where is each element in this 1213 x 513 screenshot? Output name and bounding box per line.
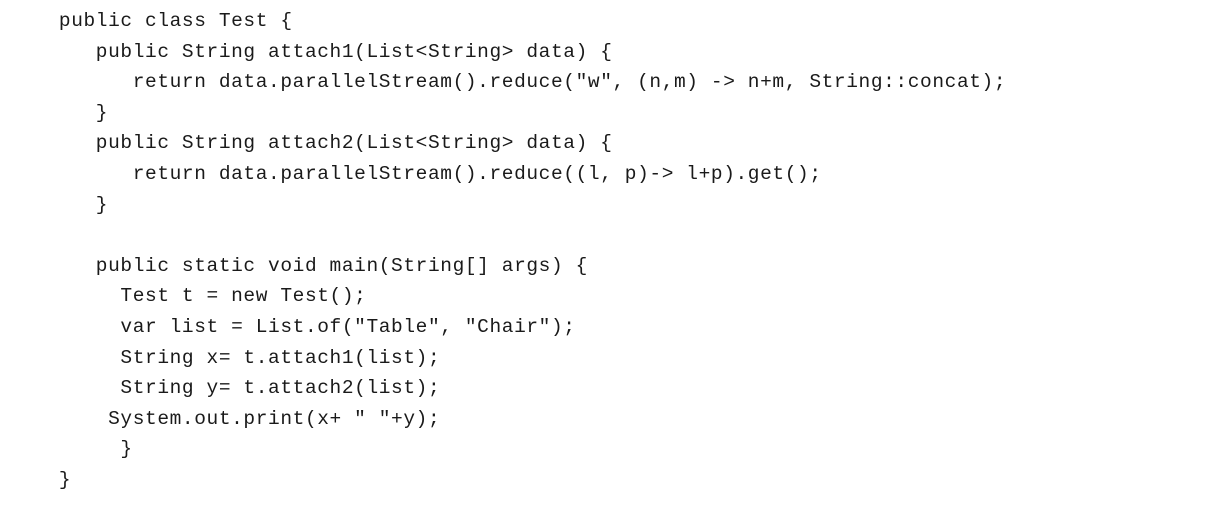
code-line	[22, 220, 1213, 251]
code-line: }	[22, 193, 109, 216]
code-line: }	[22, 438, 133, 461]
code-line: public class Test {	[22, 10, 293, 32]
code-line: System.out.print(x+ " "+y);	[22, 407, 441, 430]
code-line: String y= t.attach2(list);	[22, 377, 441, 400]
code-line: String x= t.attach1(list);	[22, 346, 441, 369]
code-line: }	[22, 468, 72, 491]
code-line: public String attach1(List<String> data)…	[22, 40, 613, 63]
code-line: }	[22, 101, 109, 124]
code-line: return data.parallelStream().reduce("w",…	[22, 71, 1007, 94]
code-line: return data.parallelStream().reduce((l, …	[22, 162, 822, 185]
code-line: Test t = new Test();	[22, 285, 367, 308]
code-line: public static void main(String[] args) {	[22, 254, 588, 277]
code-line: var list = List.of("Table", "Chair");	[22, 315, 576, 338]
code-line: public String attach2(List<String> data)…	[22, 132, 613, 155]
